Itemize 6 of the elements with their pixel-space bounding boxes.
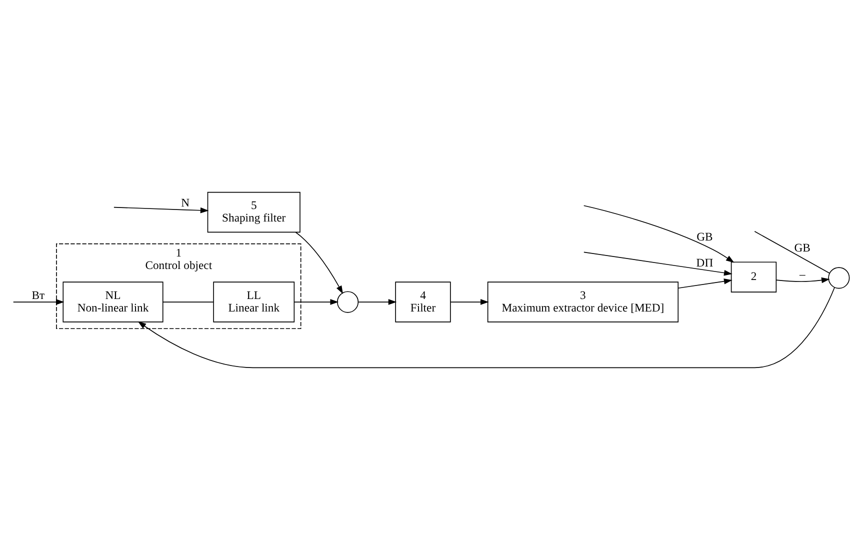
- edge-label: DП: [696, 256, 714, 269]
- edge-label: GВ: [696, 230, 713, 244]
- edge-label: GВ: [794, 240, 810, 254]
- edge-label: N: [181, 196, 190, 210]
- edge-label: Вт: [32, 288, 45, 302]
- edge-label: –: [799, 268, 806, 281]
